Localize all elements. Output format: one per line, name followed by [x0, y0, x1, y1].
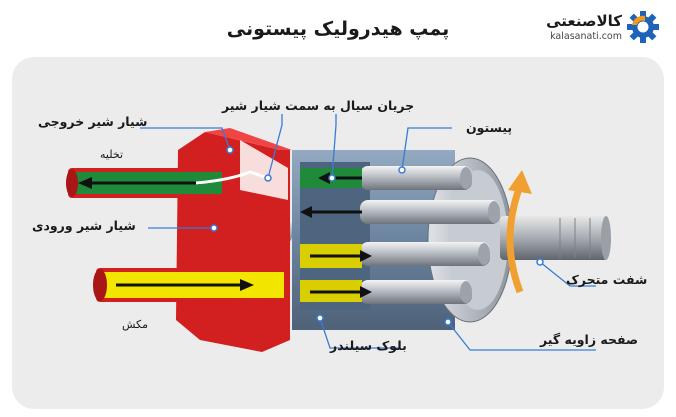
- page-title: پمپ هیدرولیک پیستونی: [226, 18, 450, 40]
- rotating-shaft: [500, 216, 611, 260]
- label-shaft: شفت متحرک: [566, 272, 648, 287]
- label-discharge: تخلیه: [100, 148, 124, 161]
- label-fluid-flow: جریان سیال به سمت شیار شیر: [222, 98, 415, 113]
- label-suction: مکش: [122, 318, 148, 331]
- logo-name: کالاصنعتی: [546, 12, 622, 30]
- rotation-arrow-icon: [506, 170, 532, 294]
- label-swash-plate: صفحه زاویه گیر: [540, 332, 639, 347]
- gear-icon: [627, 11, 659, 43]
- logo-url: kalasanati.com: [550, 31, 622, 42]
- label-outlet-port: شیار شیر خروجی: [38, 114, 148, 129]
- label-cylinder-block: بلوک سیلندر: [330, 338, 407, 353]
- valve-plate: [176, 128, 292, 352]
- brand-logo[interactable]: کالاصنعتی kalasanati.com: [544, 8, 662, 46]
- label-piston: پیستون: [466, 120, 513, 135]
- leader-dots: [210, 146, 544, 326]
- label-inlet-port: شیار شیر ورودی: [32, 218, 136, 233]
- leader-lines: [140, 114, 596, 351]
